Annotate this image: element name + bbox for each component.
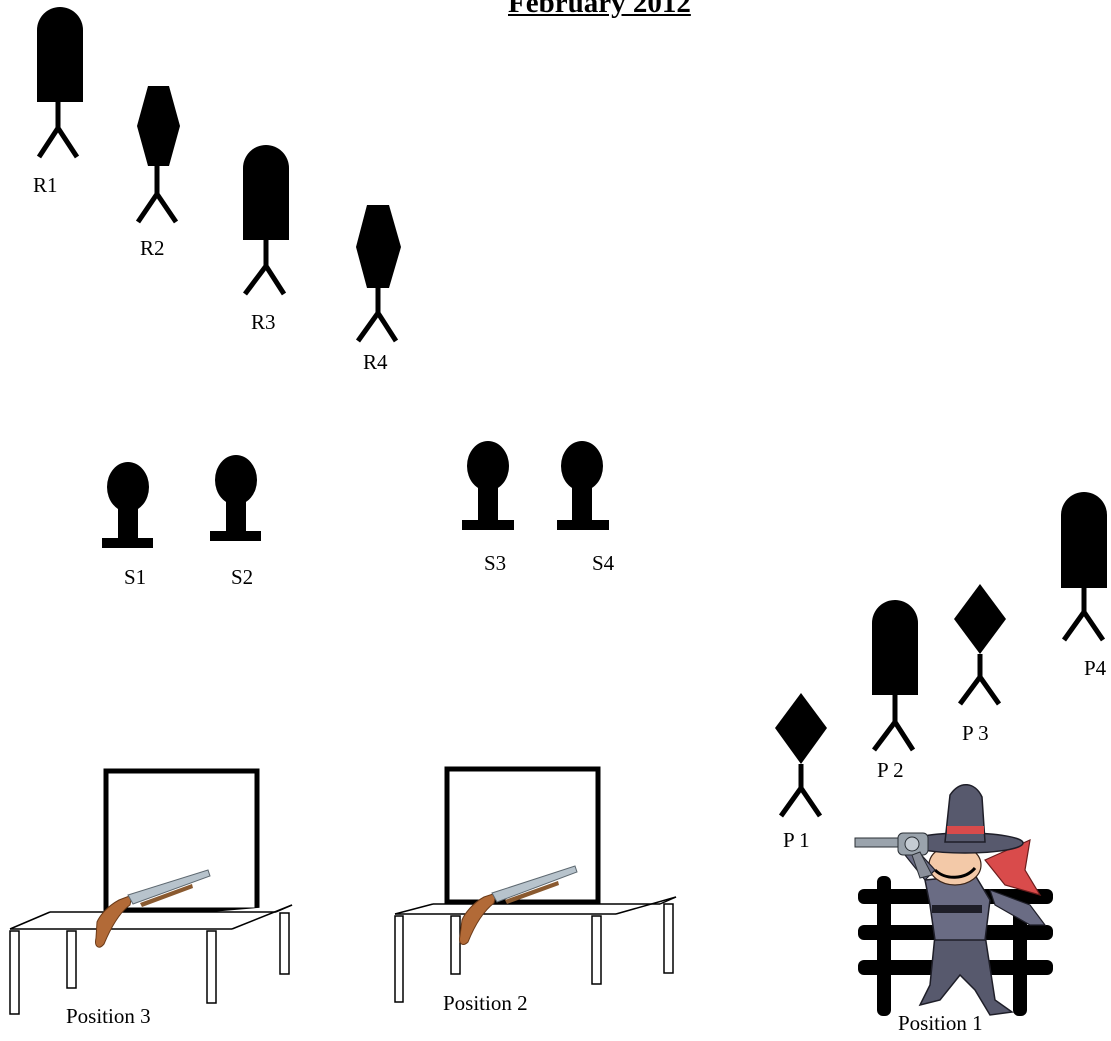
rifle-target-r1 xyxy=(37,7,83,157)
shotgun-target-label: S1 xyxy=(124,567,146,588)
shotgun-target-label: S3 xyxy=(484,553,506,574)
rifle-target-r2 xyxy=(137,86,180,222)
rifle-target-label: R3 xyxy=(251,312,276,333)
pistol-target-label: P 2 xyxy=(877,760,904,781)
rifle-target-label: R2 xyxy=(140,238,165,259)
pistol-target-label: P 1 xyxy=(783,830,810,851)
pistol-target-label: P 3 xyxy=(962,723,989,744)
rifle-target-r4 xyxy=(356,205,401,341)
rifle-target-label: R1 xyxy=(33,175,58,196)
pistol-target-p2 xyxy=(872,600,918,750)
position-label: Position 1 xyxy=(898,1013,983,1034)
shotgun-target-label: S4 xyxy=(592,553,614,574)
position-1-station xyxy=(855,785,1053,1016)
revolver-icon xyxy=(855,833,932,878)
shotgun-target-s2 xyxy=(210,455,261,541)
position-label: Position 2 xyxy=(443,993,528,1014)
pistol-target-p1 xyxy=(775,693,827,816)
pistol-target-p3 xyxy=(954,584,1006,704)
shotgun-target-s3 xyxy=(462,441,514,530)
position-3-station xyxy=(10,771,293,1014)
pistol-target-p4 xyxy=(1061,492,1107,640)
shotgun-target-label: S2 xyxy=(231,567,253,588)
position-label: Position 3 xyxy=(66,1006,151,1027)
pistol-target-label: P4 xyxy=(1084,658,1106,679)
page-title: February 2012 xyxy=(508,0,691,18)
rifle-target-label: R4 xyxy=(363,352,388,373)
rifle-target-r3 xyxy=(243,145,289,294)
shotgun-target-s1 xyxy=(102,462,153,548)
shotgun-target-s4 xyxy=(557,441,609,530)
shotgun-icon xyxy=(460,866,577,944)
position-2-station xyxy=(395,769,676,1002)
